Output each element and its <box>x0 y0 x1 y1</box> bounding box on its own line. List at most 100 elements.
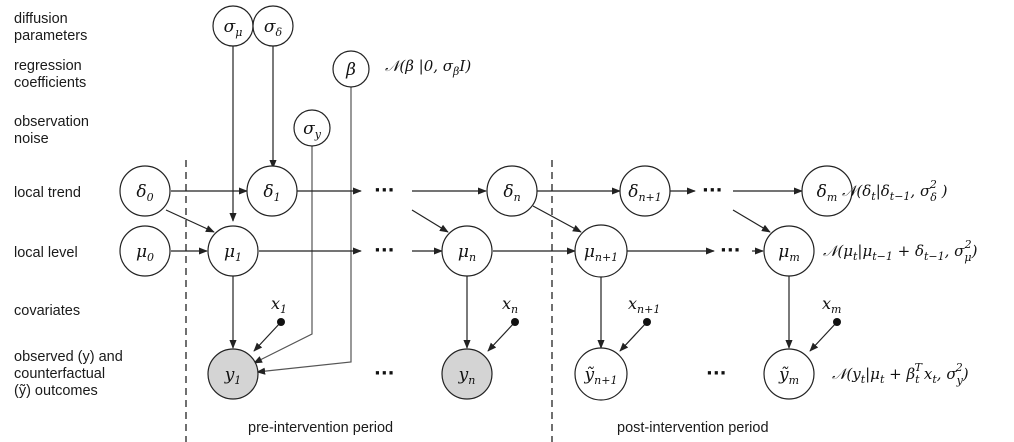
node-delta-0-label: δ0 <box>136 182 153 204</box>
edge-deltan-to-mun1 <box>532 205 582 233</box>
covariate-dots <box>277 318 841 326</box>
node-mu-0: μ0 <box>119 225 171 277</box>
covariate-dot-x1 <box>277 318 285 326</box>
covariate-label-xn: xn <box>502 294 518 316</box>
node-y-n1-label: ỹn+1 <box>584 365 618 387</box>
node-delta-m-label: δm <box>817 182 838 204</box>
node-mu-1: μ1 <box>207 225 259 277</box>
node-mu-n1: μn+1 <box>574 224 628 278</box>
node-mu-m-circle <box>763 225 815 277</box>
edge-x1-to-y1 <box>253 321 282 352</box>
ellipsis-trend-pre: ··· <box>374 180 395 201</box>
node-delta-n1: δn+1 <box>619 165 671 217</box>
node-y-m-label: ỹm <box>778 365 799 387</box>
covariate-label-xm: xm <box>822 294 841 316</box>
edge-sigma-y-to-y1 <box>253 146 313 364</box>
row-label-noise-2: noise <box>14 131 49 147</box>
ellipsis-outcome-pre: ··· <box>374 363 395 384</box>
edge-xn1-to-yn1 <box>619 321 648 352</box>
row-label-trend: local trend <box>14 185 81 201</box>
node-y-n1: ỹn+1 <box>574 347 628 401</box>
row-label-outcomes-2: counterfactual <box>14 366 105 382</box>
node-y-1-label: y1 <box>224 365 242 387</box>
formula-level: 𝒩(μt|μt−1 + δt−1, σμ2) <box>823 238 978 264</box>
node-sigma-y-label: σy <box>303 119 322 141</box>
ellipses: ··· ··· ··· ··· ··· ··· <box>374 180 741 384</box>
node-delta-m-circle <box>801 165 853 217</box>
edge-ellipsis-to-mun <box>411 209 449 233</box>
node-beta: β <box>332 50 370 88</box>
formula-trend: 𝒩(δt|δt−1, σδ2 ) <box>842 178 948 204</box>
covariate-dot-xn <box>511 318 519 326</box>
row-label-covariates: covariates <box>14 303 80 319</box>
node-y-n: yn <box>441 348 493 400</box>
row-label-regression-1: regression <box>14 58 82 74</box>
node-y-m: ỹm <box>763 348 815 400</box>
node-delta-n-circle <box>486 165 538 217</box>
edge-ellipsis-to-mum <box>732 209 771 233</box>
node-delta-n-label: δn <box>503 182 520 204</box>
node-delta-1-circle <box>246 165 298 217</box>
row-label-diffusion-1: diffusion <box>14 11 68 27</box>
node-sigma-y-circle <box>293 109 331 147</box>
node-sigma-mu: σμ <box>212 5 254 47</box>
row-label-regression-2: coefficients <box>14 75 86 91</box>
node-sigma-delta-circle <box>252 5 294 47</box>
node-sigma-delta: σδ <box>252 5 294 47</box>
row-label-diffusion-2: parameters <box>14 28 87 44</box>
node-delta-1: δ1 <box>246 165 298 217</box>
edge-xm-to-ym <box>809 321 838 352</box>
covariate-label-xn1: xn+1 <box>628 294 660 316</box>
node-delta-m: δm <box>801 165 853 217</box>
post-intervention-label: post-intervention period <box>617 420 769 436</box>
node-y-n1-circle <box>574 347 628 401</box>
node-sigma-y: σy <box>293 109 331 147</box>
node-mu-1-circle <box>207 225 259 277</box>
edges <box>165 46 838 375</box>
node-y-1-circle <box>207 348 259 400</box>
edge-beta-to-y1 <box>256 87 352 375</box>
node-y-m-circle <box>763 348 815 400</box>
covariate-dot-xm <box>833 318 841 326</box>
covariate-dot-xn1 <box>643 318 651 326</box>
ellipsis-outcome-post: ··· <box>706 363 727 384</box>
node-y-n-circle <box>441 348 493 400</box>
node-mu-n: μn <box>441 225 493 277</box>
row-label-noise-1: observation <box>14 114 89 130</box>
pre-intervention-label: pre-intervention period <box>248 420 393 436</box>
node-delta-0: δ0 <box>119 165 171 217</box>
ellipsis-level-post: ··· <box>720 240 741 261</box>
node-mu-n1-label: μn+1 <box>584 242 618 264</box>
ellipsis-trend-post: ··· <box>702 180 723 201</box>
node-y-1: y1 <box>207 348 259 400</box>
node-beta-label: β <box>345 60 356 80</box>
node-y-n-label: yn <box>458 365 476 387</box>
formula-beta-prior: 𝒩(β |0, σβI) <box>385 57 471 78</box>
node-mu-m-label: μm <box>778 242 800 264</box>
node-delta-n1-circle <box>619 165 671 217</box>
row-label-outcomes-3: (ỹ) outcomes <box>14 383 98 399</box>
node-delta-1-label: δ1 <box>263 182 280 204</box>
node-mu-n-label: μn <box>458 242 476 264</box>
row-label-level: local level <box>14 245 78 261</box>
node-sigma-mu-label: σμ <box>224 17 243 39</box>
node-mu-n1-circle <box>574 224 628 278</box>
node-mu-0-label: μ0 <box>136 242 154 264</box>
node-mu-n-circle <box>441 225 493 277</box>
row-labels: diffusion parameters regression coeffici… <box>14 11 123 399</box>
node-sigma-delta-label: σδ <box>264 17 283 39</box>
formulas: 𝒩(β |0, σβI) 𝒩(δt|δt−1, σδ2 ) 𝒩(μt|μt−1 … <box>385 57 978 387</box>
node-mu-0-circle <box>119 225 171 277</box>
edge-xn-to-yn <box>487 321 516 352</box>
ellipsis-level-pre: ··· <box>374 240 395 261</box>
covariate-label-x1: x1 <box>271 294 287 316</box>
node-mu-m: μm <box>763 225 815 277</box>
node-delta-n: δn <box>486 165 538 217</box>
node-mu-1-label: μ1 <box>224 242 242 264</box>
covariate-labels: x1 xn xn+1 xm <box>271 294 841 316</box>
node-delta-n1-label: δn+1 <box>628 182 662 204</box>
row-label-outcomes-1: observed (y) and <box>14 349 123 365</box>
node-delta-0-circle <box>119 165 171 217</box>
